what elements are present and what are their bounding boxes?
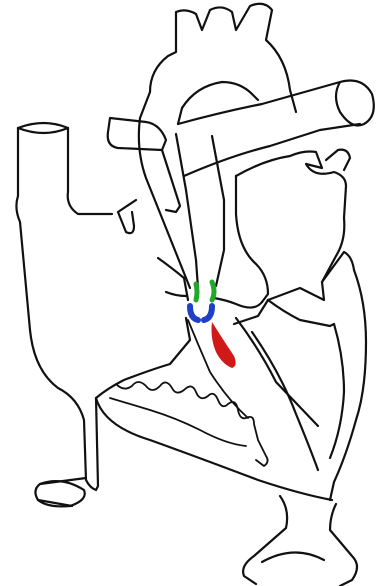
- valve-highlights: [190, 282, 236, 368]
- inferior-vena-cava: [35, 478, 86, 506]
- pulmonary-artery: [108, 81, 374, 177]
- ventricles: [236, 252, 366, 500]
- vena-cava: [16, 123, 112, 490]
- ascending-aorta: [118, 134, 224, 288]
- red-highlight: [212, 322, 236, 368]
- descending-aorta: [243, 496, 357, 586]
- green-highlight: [196, 282, 214, 300]
- blue-highlight: [190, 306, 212, 320]
- left-atrium: [236, 150, 350, 302]
